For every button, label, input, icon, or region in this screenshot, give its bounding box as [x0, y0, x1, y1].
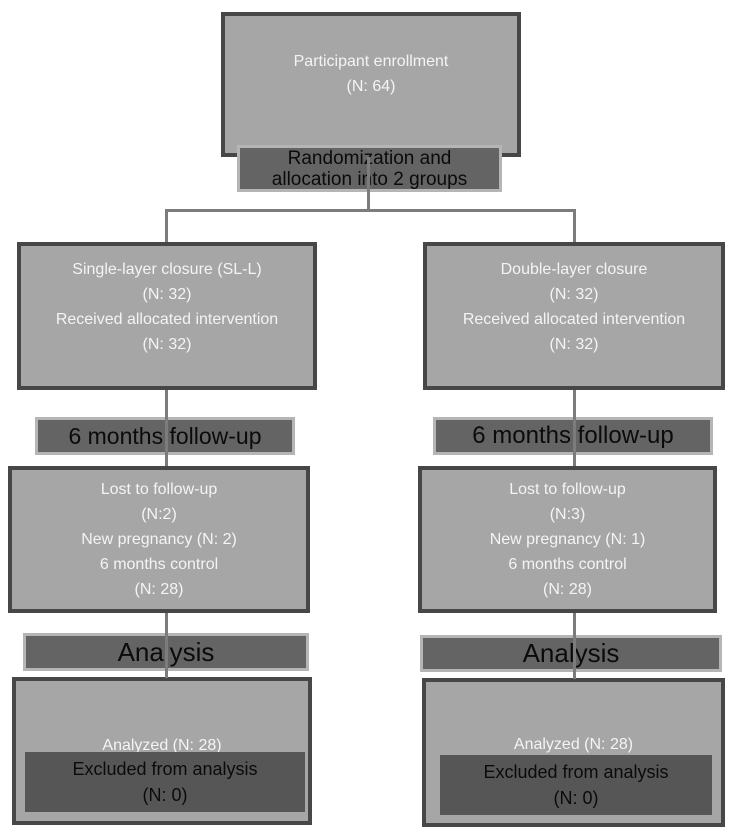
allocation-count: (N: 32)	[549, 336, 599, 353]
followup-line: 6 months control	[508, 556, 627, 573]
excluded-line: Excluded from analysis	[72, 759, 258, 779]
analyzed-box-left: Analyzed (N: 28) Excluded from analysis …	[12, 677, 312, 825]
followup-count: (N: 28)	[543, 581, 592, 598]
analyzed-box-right: Analyzed (N: 28) Excluded from analysis …	[422, 678, 725, 827]
followup-line: 6 months control	[99, 556, 219, 573]
allocation-line: Received allocated intervention	[462, 311, 686, 328]
allocation-count: (N: 32)	[549, 286, 599, 303]
analysis-banner-label: Analysis	[522, 638, 620, 668]
followup-count: (N: 28)	[134, 581, 184, 598]
connector-branch-horizontal	[165, 209, 576, 212]
followup-box-left: Lost to follow-up (N:2) New pregnancy (N…	[8, 466, 310, 613]
analyzed-count: Analyzed (N: 28)	[513, 736, 634, 753]
excluded-box: Excluded from analysis (N: 0)	[25, 752, 305, 812]
connector-randomization-stub	[367, 157, 370, 210]
excluded-count: (N: 0)	[553, 788, 599, 808]
excluded-count: (N: 0)	[142, 785, 188, 805]
allocation-box-single-layer: Single-layer closure (SL-L) (N: 32) Rece…	[17, 242, 317, 390]
analysis-banner-right: Analysis	[420, 635, 722, 672]
followup-count: (N:2)	[141, 506, 177, 523]
excluded-box: Excluded from analysis (N: 0)	[440, 755, 712, 815]
allocation-line: Double-layer closure	[500, 261, 648, 278]
connector-left-analysis	[165, 613, 168, 678]
followup-count: (N:3)	[549, 506, 586, 523]
analyzed-count: Analyzed (N: 28)	[102, 737, 222, 754]
allocation-box-double-layer: Double-layer closure (N: 32) Received al…	[423, 242, 725, 390]
followup-line: Lost to follow-up	[509, 481, 626, 498]
allocation-line: Received allocated intervention	[55, 311, 279, 328]
connector-left-branch-drop	[165, 209, 168, 242]
followup-line: New pregnancy (N: 2)	[81, 531, 237, 548]
followup-line: Lost to follow-up	[100, 481, 218, 498]
connector-right-branch-drop	[573, 209, 576, 242]
allocation-count: (N: 32)	[142, 286, 192, 303]
excluded-line: Excluded from analysis	[483, 762, 669, 782]
allocation-count: (N: 32)	[142, 336, 192, 353]
connector-right-analysis	[573, 613, 576, 679]
allocation-line: Single-layer closure (SL-L)	[72, 261, 262, 278]
followup-banner-label: 6 months follow-up	[68, 422, 262, 449]
followup-box-right: Lost to follow-up (N:3) New pregnancy (N…	[418, 466, 717, 613]
connector-left-followup	[165, 390, 168, 466]
enrollment-count: (N: 64)	[346, 77, 396, 95]
enrollment-line: Participant enrollment	[293, 52, 449, 70]
enrollment-box: Participant enrollment (N: 64)	[221, 12, 521, 157]
followup-line: New pregnancy (N: 1)	[489, 531, 646, 548]
connector-right-followup	[573, 390, 576, 466]
